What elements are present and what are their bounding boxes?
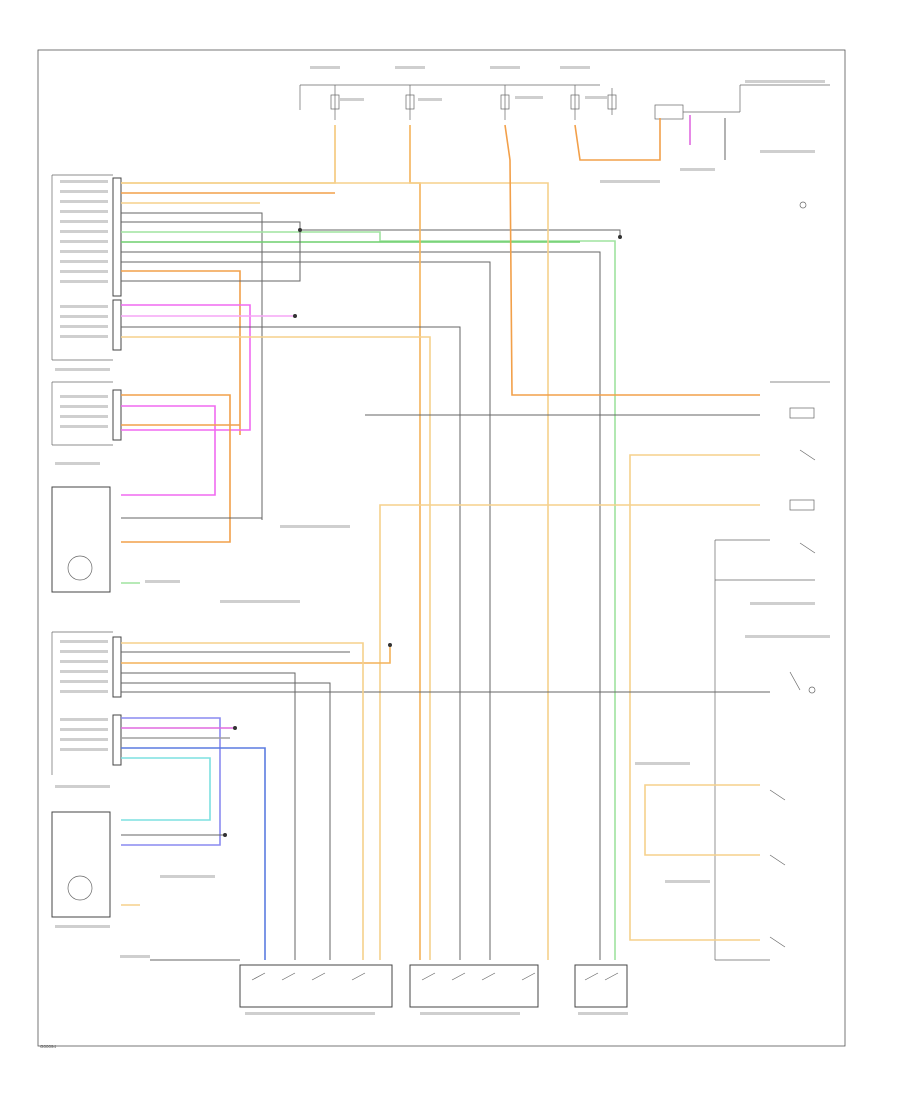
wire-magenta-1: [121, 304, 251, 431]
wire-black-1: [121, 212, 263, 520]
wire-black-5: [121, 230, 301, 282]
illegible-label-marks: [55, 66, 830, 1015]
wire-magenta-2: [121, 405, 216, 496]
ground-r1: [808, 686, 816, 694]
connector-c1: [112, 177, 122, 297]
fuse-2: [405, 85, 415, 120]
connector-c3: [112, 389, 122, 441]
splices: [223, 228, 622, 837]
door-lock-actuator-lower: [51, 811, 111, 918]
wire-orange-7: [121, 394, 231, 543]
connector-c4: [112, 636, 122, 698]
door-lock-actuator-upper: [51, 486, 111, 593]
wire-orange-5: [504, 124, 760, 396]
lower-harness-wires: [121, 582, 760, 961]
switch-r1: [789, 407, 815, 419]
wire-orange-6: [574, 118, 661, 161]
wire-orange-3: [121, 270, 241, 435]
switch-block-center: [409, 964, 539, 1008]
wire-tan-3: [121, 336, 431, 960]
diagram-frame: [37, 49, 846, 1047]
wire-tan-5: [379, 504, 760, 960]
switch-block-left: [239, 964, 393, 1008]
wire-tan-6: [121, 642, 364, 960]
switch-r2: [789, 499, 815, 511]
right-side-components: [714, 201, 830, 961]
actuator-motor-icon-lower: [67, 875, 93, 901]
connector-c5: [112, 714, 122, 766]
wire-orange-4: [409, 125, 421, 960]
relay-block: [654, 104, 684, 120]
connector-c2: [112, 299, 122, 351]
mid-harness-wires: [121, 304, 770, 960]
wire-black-8: [121, 682, 331, 960]
wire-tan-8: [644, 784, 760, 856]
fuse-1: [330, 85, 340, 120]
wire-lt-green: [121, 231, 616, 960]
wire-cyan-1: [121, 757, 211, 821]
wire-blue-1: [121, 717, 221, 846]
wire-orange-1: [121, 125, 336, 184]
actuator-motor-icon-upper: [67, 555, 93, 581]
wire-blue-2: [121, 747, 266, 960]
wire-tan-2: [121, 182, 549, 960]
wire-orange-9: [121, 645, 391, 664]
top-power-sources: [299, 84, 830, 120]
wire-tan-4: [629, 454, 760, 941]
figure-id: G00094: [40, 1044, 57, 1049]
upper-harness-wires: [121, 115, 760, 960]
bottom-switch-blocks: [239, 964, 628, 1008]
wire-black-4: [121, 261, 491, 960]
ground-r2: [799, 201, 807, 209]
fuse-5: [607, 88, 617, 115]
fuse-3: [500, 85, 510, 120]
left-connector-column: [51, 174, 122, 918]
fuse-4: [570, 85, 580, 120]
wire-black-2: [121, 221, 621, 237]
wire-black-7: [121, 672, 296, 960]
wire-black-3: [121, 251, 601, 960]
wire-gray-1: [121, 326, 461, 960]
switch-block-right: [574, 964, 628, 1008]
